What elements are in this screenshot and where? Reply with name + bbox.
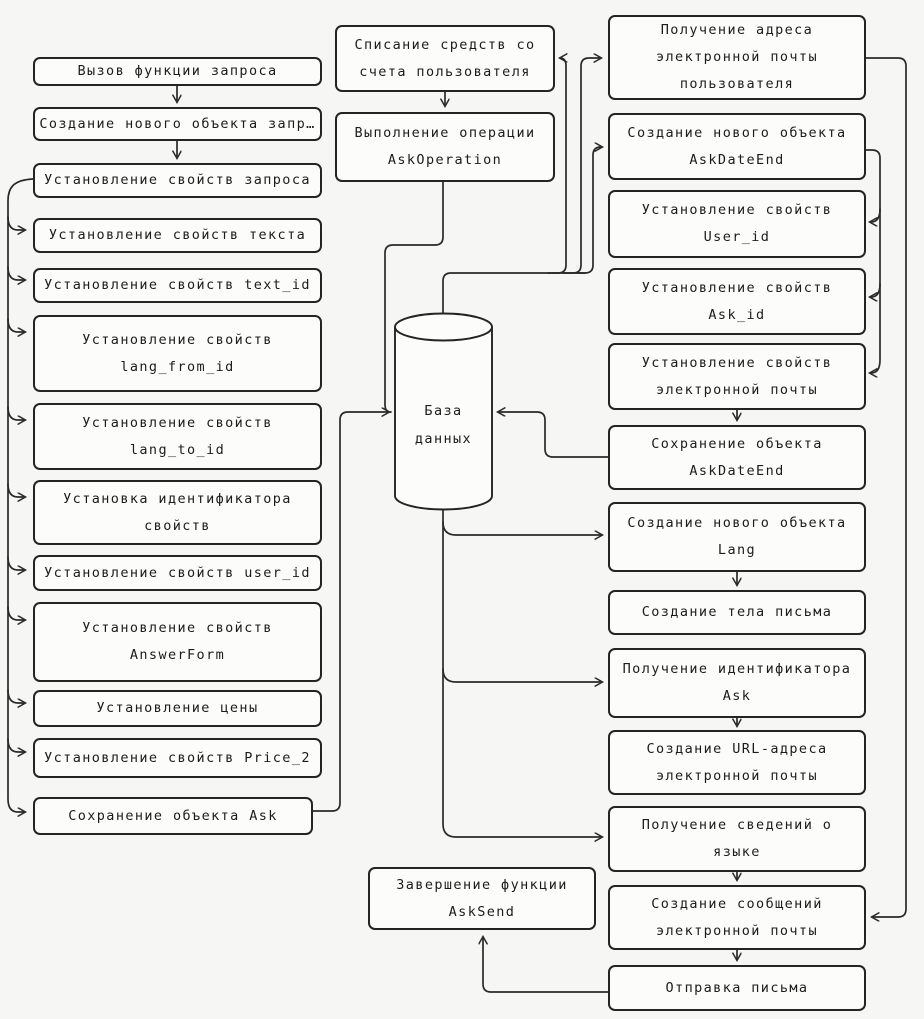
database-label: База данных [414,402,473,447]
node-create-url: Создание URL-адреса электронной почты [608,730,866,795]
node-set-answerform: Установление свойств AnswerForm [33,602,322,682]
edge-saveask-to-db [312,412,389,812]
edge-spine-hook-identifier [7,483,25,497]
node-create-letter-body: Создание тела письма [608,590,866,635]
edge-spine-hook-text [7,216,25,230]
edge-spine-hook-userid [7,556,25,570]
node-create-lang: Создание нового объекта Lang [608,502,866,572]
node-set-identifier: Установка идентификатора свойств [33,480,322,545]
node-get-email-address: Получение адреса электронной почты польз… [608,15,866,100]
node-create-email-messages: Создание сообщений электронной почты [608,885,866,950]
edge-db-top-trunk [442,272,586,314]
node-create-askdateend: Создание нового объекта AskDateEnd [608,113,866,180]
edge-db-to-getemail [562,58,601,274]
edge-db-to-createaskdateend [576,147,602,274]
node-create-request-object: Создание нового объекта запр… [33,107,322,141]
edge-spine-hook-answerform [7,606,25,620]
node-save-ask: Сохранение объекта Ask [33,797,313,835]
node-finish-asksend: Завершение функции AskSend [368,867,596,930]
edge-spine-hook-langfrom [7,318,25,332]
node-set-lang-from-id: Установление свойств lang_from_id [33,315,322,392]
node-call-function: Вызов функции запроса [33,57,322,86]
node-set-user-id-caps: Установление свойств User_id [608,190,866,258]
node-get-ask-identifier: Получение идентификатора Ask [608,648,866,718]
node-set-user-id: Установление свойств user_id [33,555,322,591]
database-cylinder [394,312,493,511]
edge-getemail-to-messages [865,57,907,917]
node-set-price-2: Установление свойств Price_2 [33,738,322,778]
node-set-request-props: Установление свойств запроса [33,163,322,198]
node-save-askdateend: Сохранение объекта AskDateEnd [608,425,866,490]
node-set-lang-to-id: Установление свойств lang_to_id [33,403,322,470]
edge-db-to-getaskid [442,668,602,682]
node-set-text-props: Установление свойств текста [33,218,322,253]
edge-rspine-hook-userid [870,208,881,222]
edge-spine-hook-price2 [7,738,25,752]
edge-send-to-finish [483,937,609,993]
edge-db-to-charge [547,58,566,274]
edge-rspine-hook-askid [870,283,881,297]
node-charge-user: Списание средств со счета пользователя [335,25,555,92]
edge-spine-hook-textid [7,266,25,280]
node-set-price: Установление цены [33,690,322,727]
edge-left-spine [7,178,34,812]
node-run-askoperation: Выполнение операции AskOperation [335,112,555,182]
edge-db-to-createlang [442,521,602,535]
edge-spine-hook-price [7,689,25,703]
node-get-language-info: Получение сведений о языке [608,806,866,872]
node-set-text-id: Установление свойств text_id [33,268,322,303]
edge-spine-hook-langto [7,406,25,420]
node-set-email-props: Установление свойств электронной почты [608,343,866,410]
edge-saveaskdateend-to-db [498,412,609,458]
edge-db-bottom-trunk [442,509,602,837]
edge-right-spine [865,149,881,373]
node-send-letter: Отправка письма [608,965,866,1011]
node-set-ask-id: Установление свойств Ask_id [608,268,866,335]
